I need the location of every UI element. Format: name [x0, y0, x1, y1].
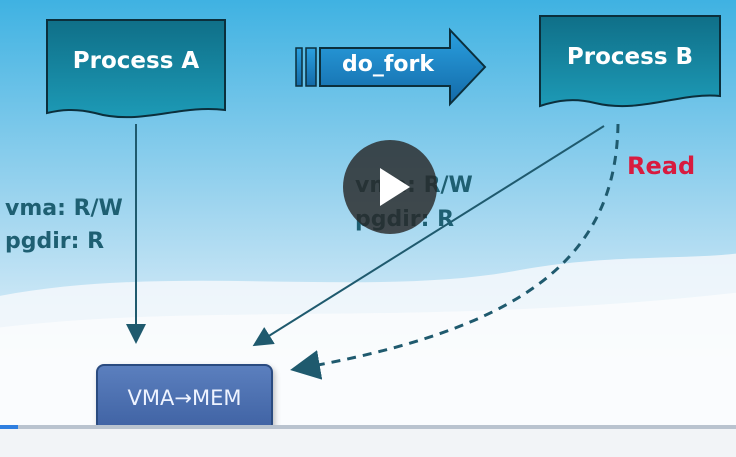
video-progress-bar[interactable] [0, 425, 736, 429]
video-progress-fill [0, 425, 19, 429]
process-b-title: Process B [566, 44, 694, 70]
play-icon [380, 168, 410, 206]
play-button[interactable] [343, 140, 437, 234]
read-label: Read [627, 152, 696, 180]
read-dashed-arrow [290, 123, 620, 380]
fork-arrow-tail-bar-1 [295, 47, 303, 87]
player-control-strip [0, 429, 736, 457]
fork-arrow [319, 27, 487, 107]
left-vma-label: vma: R/W [5, 196, 123, 221]
fork-label: do_fork [341, 52, 435, 77]
vma-mem-label: VMA→MEM [127, 386, 242, 410]
fork-arrow-tail-bar-2 [305, 47, 317, 87]
process-b-box [539, 15, 721, 108]
process-a-box [46, 19, 226, 119]
left-pgdir-label: pgdir: R [5, 229, 105, 254]
process-b-to-mem-arrow [252, 125, 605, 347]
process-a-title: Process A [72, 48, 200, 74]
vma-mem-box: VMA→MEM [96, 364, 273, 432]
